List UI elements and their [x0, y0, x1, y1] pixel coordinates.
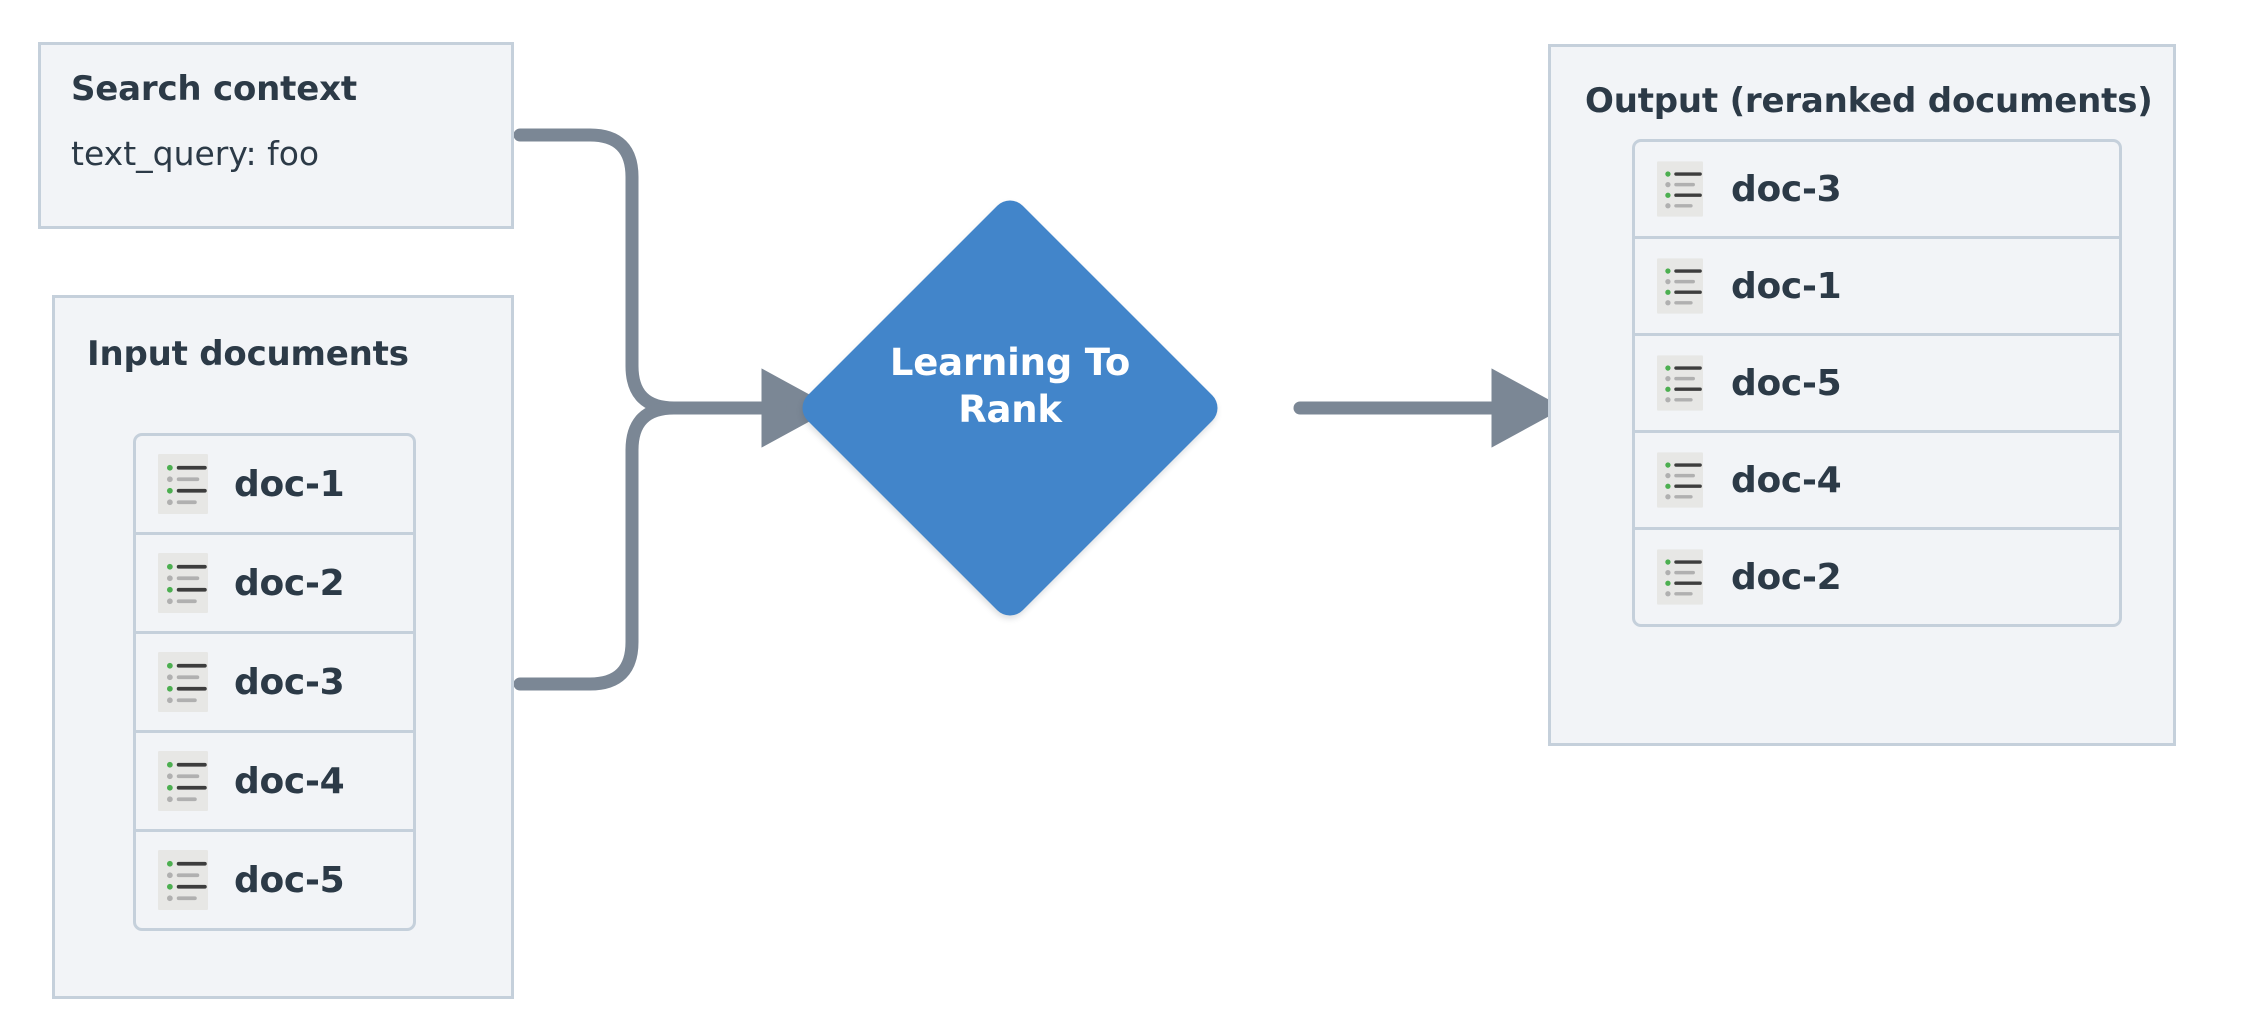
document-list-icon	[158, 454, 208, 514]
doc-list-item[interactable]: doc-1	[133, 433, 416, 535]
document-list-icon	[1657, 549, 1703, 605]
doc-list-item[interactable]: doc-3	[133, 631, 416, 733]
doc-list-item-label: doc-3	[1731, 168, 1842, 210]
doc-list-item[interactable]: doc-1	[1632, 236, 2122, 336]
doc-list-item-label: doc-1	[1731, 265, 1842, 307]
document-list-icon	[158, 850, 208, 910]
doc-list-item[interactable]: doc-3	[1632, 139, 2122, 239]
search-context-title: Search context	[71, 69, 357, 109]
doc-list-item[interactable]: doc-4	[1632, 430, 2122, 530]
search-context-panel: Search context text_query: foo	[38, 42, 514, 229]
learning-to-rank-label-line-1: Learning To	[889, 341, 1131, 384]
output-documents-list: doc-3 doc-1 doc-5 doc-4 doc-2	[1632, 139, 2122, 627]
doc-list-item-label: doc-4	[234, 760, 345, 802]
document-list-icon	[158, 652, 208, 712]
input-documents-list: doc-1 doc-2 doc-3 doc-4 doc-5	[133, 433, 416, 931]
doc-list-item-label: doc-4	[1731, 459, 1842, 501]
doc-list-item[interactable]: doc-5	[133, 829, 416, 931]
doc-list-item-label: doc-2	[1731, 556, 1842, 598]
learning-to-rank-label: Learning To Rank	[860, 340, 1160, 433]
doc-list-item-label: doc-3	[234, 661, 345, 703]
document-list-icon	[1657, 161, 1703, 217]
document-list-icon	[1657, 258, 1703, 314]
connector-input-documents-to-node	[513, 401, 787, 691]
document-list-icon	[1657, 355, 1703, 411]
doc-list-item[interactable]: doc-2	[133, 532, 416, 634]
doc-list-item[interactable]: doc-5	[1632, 333, 2122, 433]
learning-to-rank-label-line-2: Rank	[958, 387, 1062, 431]
output-documents-title: Output (reranked documents)	[1585, 81, 2153, 121]
document-list-icon	[1657, 452, 1703, 508]
document-list-icon	[158, 553, 208, 613]
input-documents-title: Input documents	[87, 334, 409, 374]
connector-search-context-to-node	[513, 128, 835, 448]
doc-list-item[interactable]: doc-4	[133, 730, 416, 832]
doc-list-item[interactable]: doc-2	[1632, 527, 2122, 627]
doc-list-item-label: doc-2	[234, 562, 345, 604]
doc-list-item-label: doc-5	[1731, 362, 1842, 404]
document-list-icon	[158, 751, 208, 811]
doc-list-item-label: doc-5	[234, 859, 345, 901]
doc-list-item-label: doc-1	[234, 463, 345, 505]
search-context-query-line: text_query: foo	[71, 134, 320, 173]
